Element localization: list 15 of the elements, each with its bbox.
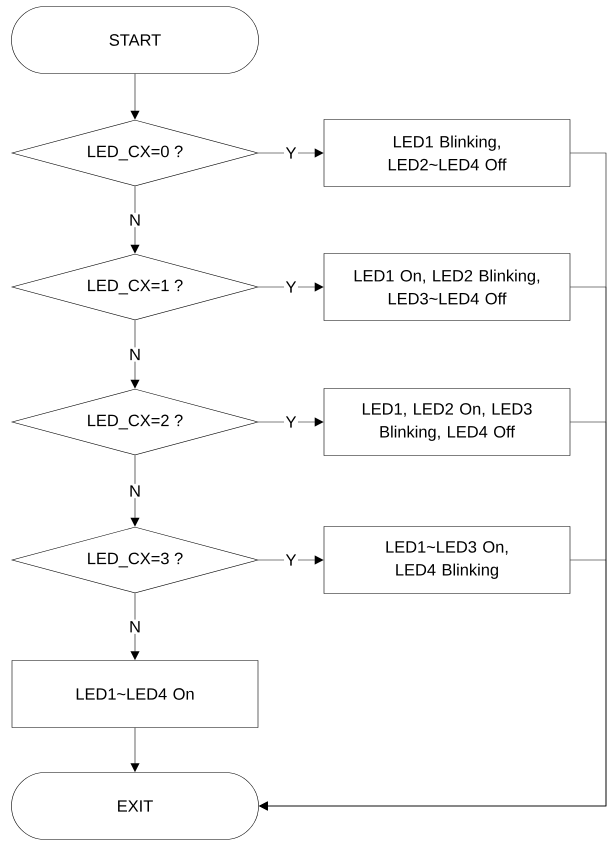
- edge-label: Y: [284, 146, 298, 160]
- process-box: LED1 Blinking, LED2~LED4 Off: [324, 119, 570, 187]
- edge-label: Y: [284, 552, 298, 568]
- edge-label: N: [128, 620, 142, 634]
- process-box: LED1~LED4 On: [12, 660, 258, 728]
- edge-label: Y: [284, 280, 298, 294]
- edge-label: N: [128, 212, 142, 228]
- edge-label: N: [128, 347, 142, 362]
- edge-label: N: [128, 484, 142, 498]
- process-box: LED1, LED2 On, LED3 Blinking, LED4 Off: [324, 388, 570, 456]
- terminator: START: [11, 6, 259, 74]
- process-box: LED1 On, LED2 Blinking, LED3~LED4 Off: [324, 253, 570, 321]
- process-box: LED1~LED3 On, LED4 Blinking: [324, 526, 570, 594]
- edge-label: Y: [284, 414, 298, 430]
- terminator: EXIT: [11, 772, 259, 840]
